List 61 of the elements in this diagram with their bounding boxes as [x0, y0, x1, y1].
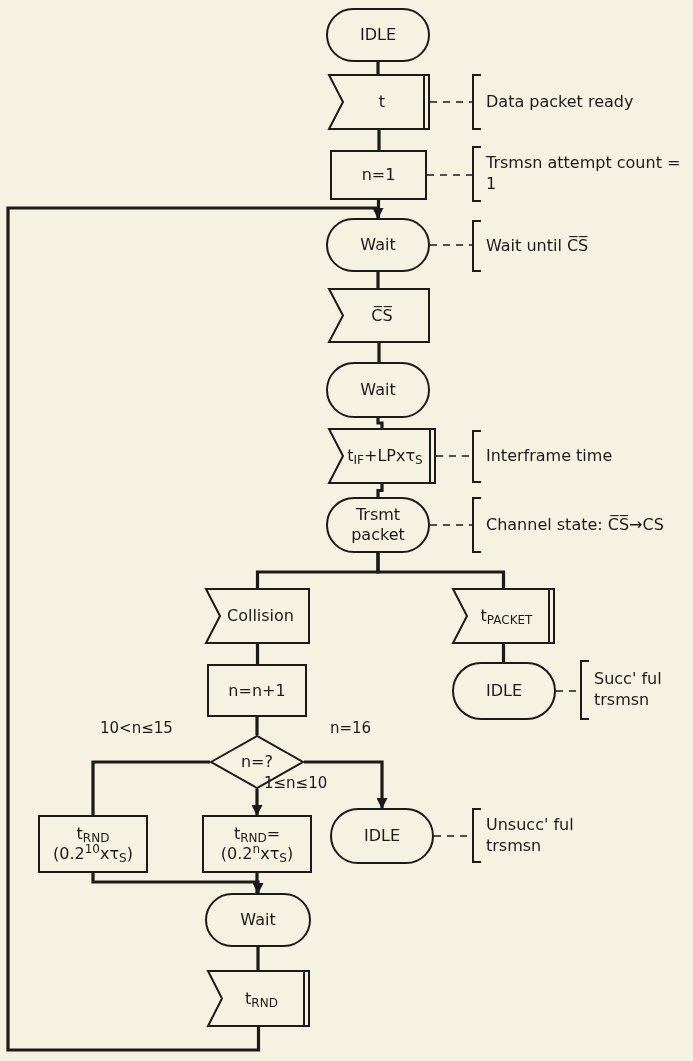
- comment-text: Channel state: C̅S̅→CS: [486, 514, 664, 536]
- comment-text: Trsmsn attempt count = 1: [486, 153, 682, 195]
- timer-input-symbol: [207, 970, 310, 1027]
- edge-label: n=16: [328, 721, 374, 736]
- flow-line: [91, 760, 210, 815]
- timer-input-symbol: [452, 588, 555, 644]
- edge-label: 1≤n≤10: [262, 776, 330, 791]
- input-signal-symbol: [205, 588, 310, 644]
- comment-text: Wait until C̅S̅: [486, 235, 589, 257]
- node-label: n=n+1: [228, 680, 286, 701]
- node-label: (0.2$^{10}$xτ$_{S}$): [53, 844, 133, 864]
- node-label: C̅S̅: [371, 305, 393, 326]
- flow-line: [376, 484, 384, 497]
- flow-arrow: [6, 206, 384, 1052]
- task-box: [38, 815, 148, 873]
- dashed-comment-line: [429, 524, 473, 526]
- node-label: IDLE: [363, 826, 401, 846]
- task-box: [207, 664, 307, 717]
- task-box: [330, 150, 427, 200]
- node-label: t$_{RND}$: [76, 824, 110, 844]
- node-label: Wait: [240, 910, 276, 930]
- comment-text: Succ' ful trsmsn: [594, 669, 663, 711]
- node-label: t$_{PACKET}$: [480, 606, 533, 626]
- node-label: t$_{RND}$: [245, 988, 278, 1009]
- comment-text: Unsucc' ful trsmsn: [486, 814, 575, 857]
- comment-text: Interframe time: [486, 446, 613, 467]
- flow-arrow: [251, 789, 263, 817]
- node-label: t: [378, 92, 386, 112]
- node-label: t$_{IF}$+LPxτ$_{S}$: [347, 446, 423, 466]
- flow-line: [255, 873, 259, 893]
- flow-line: [501, 644, 506, 662]
- flow-line: [377, 130, 381, 150]
- flow-line: [377, 343, 381, 362]
- node-label: t$_{RND}$=: [233, 824, 281, 844]
- flow-line: [255, 644, 260, 664]
- task-box: [202, 815, 312, 873]
- dashed-comment-line: [429, 244, 473, 246]
- flow-line: [376, 62, 380, 74]
- flow-arrow: [91, 873, 264, 895]
- flow-arrow: [304, 760, 388, 810]
- node-label: (0.2$^{n}$xτ$_{S}$): [220, 844, 294, 864]
- dashed-comment-line: [426, 174, 473, 176]
- node-label: Collision: [227, 606, 294, 626]
- flow-line: [376, 272, 380, 288]
- node-label: Wait: [360, 235, 396, 255]
- timer-input-symbol: [328, 74, 430, 130]
- node-label: IDLE: [359, 25, 397, 45]
- edge-label: 10<n≤15: [98, 721, 175, 736]
- node-label: Trsmt packet: [350, 505, 406, 545]
- node-label: IDLE: [485, 681, 523, 701]
- flow-line: [376, 553, 506, 588]
- timer-input-symbol: [328, 428, 436, 484]
- comment-text: Data packet ready: [486, 91, 634, 113]
- dashed-comment-line: [429, 101, 473, 103]
- flow-line: [376, 418, 384, 428]
- node-label: Wait: [360, 380, 396, 400]
- flow-line: [256, 947, 260, 970]
- flow-line: [255, 717, 259, 735]
- node-label: n=?: [240, 752, 273, 772]
- node-label: n=1: [361, 165, 396, 185]
- input-signal-symbol: [328, 288, 430, 343]
